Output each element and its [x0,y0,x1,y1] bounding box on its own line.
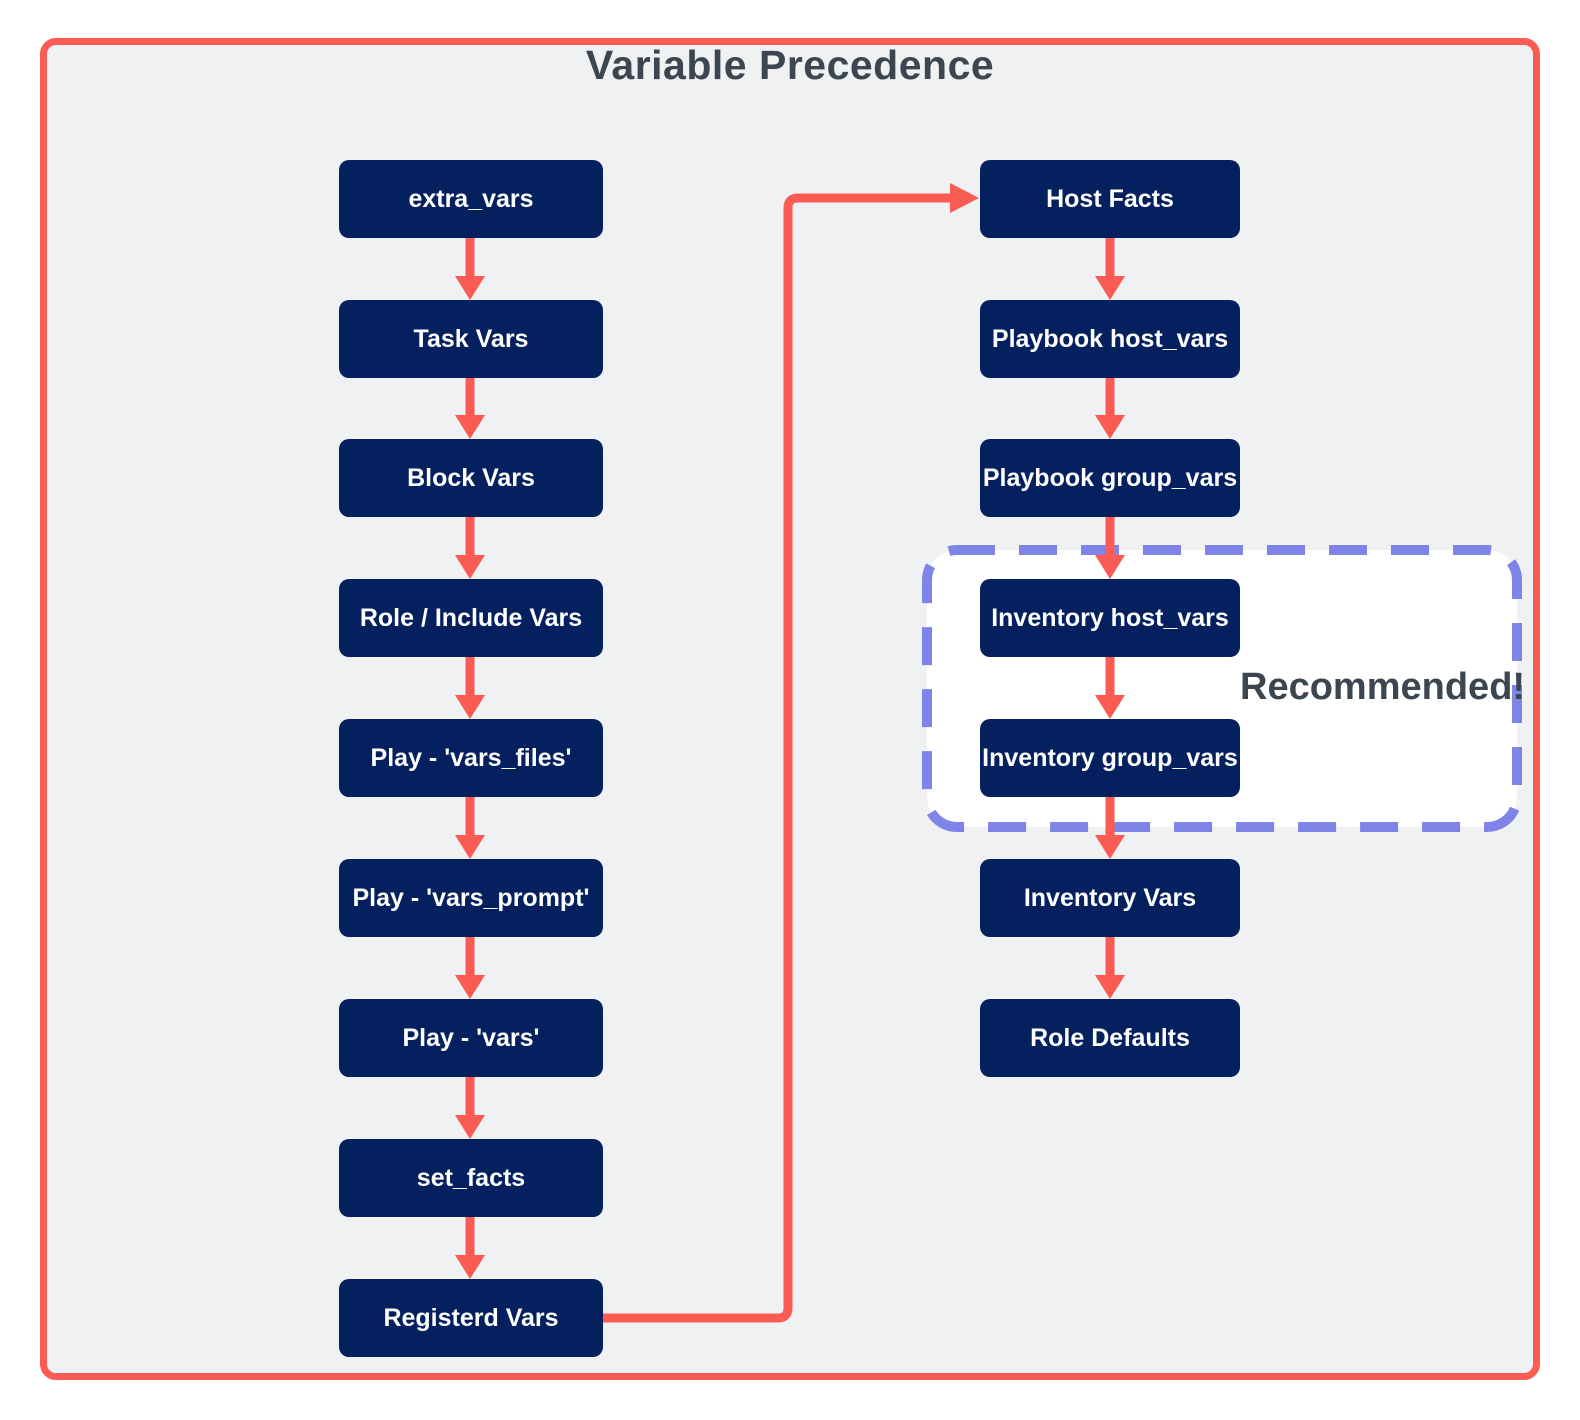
node-label: set_facts [416,1163,526,1192]
node-label: Block Vars [407,463,535,492]
arrow-playbook-group-vars-to-inventory-host-vars [1095,517,1125,579]
node-extra-vars: extra_vars [339,160,603,238]
node-label: Inventory Vars [1023,883,1197,912]
node-play-vars-files: Play - 'vars_files' [339,719,603,797]
node-play-vars-prompt: Play - 'vars_prompt' [339,859,603,937]
diagram-title: Variable Precedence [585,42,995,88]
node-registerd-vars: Registerd Vars [339,1279,603,1357]
node-label: Inventory host_vars [991,603,1229,632]
node-label: Task Vars [413,324,529,353]
node-block-vars: Block Vars [339,439,603,517]
arrow-inventory-group-vars-to-inventory-vars [1095,797,1125,859]
node-playbook-host-vars: Playbook host_vars [980,300,1240,378]
arrow-extra-vars-to-task-vars [455,238,485,300]
node-inventory-group-vars: Inventory group_vars [980,719,1240,797]
node-inventory-host-vars: Inventory host_vars [980,579,1240,657]
arrow-vars-prompt-to-vars [455,937,485,999]
node-label: Playbook group_vars [982,463,1238,492]
arrow-host-facts-to-playbook-host-vars [1095,238,1125,300]
node-label: Role Defaults [1030,1023,1190,1052]
recommended-label: Recommended! [1240,666,1526,708]
node-label: Host Facts [1046,184,1174,213]
arrow-task-vars-to-block-vars [455,378,485,439]
arrow-inventory-vars-to-role-defaults [1095,937,1125,999]
node-label: Registerd Vars [383,1303,559,1332]
node-label: Play - 'vars_prompt' [352,883,590,912]
node-role-include-vars: Role / Include Vars [339,579,603,657]
node-role-defaults: Role Defaults [980,999,1240,1077]
arrow-role-include-vars-to-vars-files [455,657,485,719]
node-set-facts: set_facts [339,1139,603,1217]
arrow-inventory-host-vars-to-inventory-group-vars [1095,657,1125,719]
arrow-set-facts-to-registerd-vars [455,1217,485,1279]
node-label: Role / Include Vars [359,603,583,632]
node-playbook-group-vars: Playbook group_vars [980,439,1240,517]
node-inventory-vars: Inventory Vars [980,859,1240,937]
arrow-block-vars-to-role-include-vars [455,517,485,579]
node-label: extra_vars [408,184,534,213]
connector-registerd-vars-to-host-facts [600,183,979,1323]
node-label: Playbook host_vars [991,324,1229,353]
node-host-facts: Host Facts [980,160,1240,238]
node-label: Play - 'vars' [402,1023,540,1052]
arrow-vars-to-set-facts [455,1077,485,1139]
node-play-vars: Play - 'vars' [339,999,603,1077]
arrow-vars-files-to-vars-prompt [455,797,485,859]
node-label: Play - 'vars_files' [370,743,572,772]
arrow-playbook-host-vars-to-playbook-group-vars [1095,378,1125,439]
node-task-vars: Task Vars [339,300,603,378]
node-label: Inventory group_vars [982,743,1238,772]
